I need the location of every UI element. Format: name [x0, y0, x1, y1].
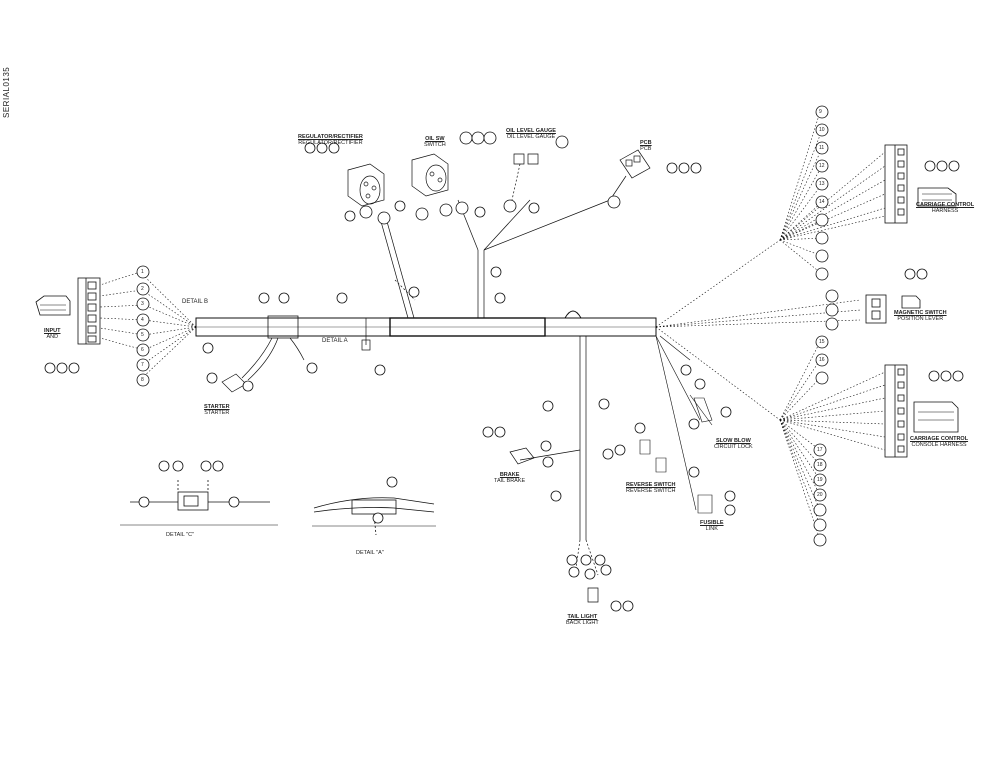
- carriage-harness-title: CARRIAGE CONTROL: [916, 202, 975, 208]
- starter-branch: [221, 318, 371, 393]
- console-harness-connector: [884, 364, 959, 458]
- fusible-link-sub: LINK: [705, 526, 718, 532]
- input-title: INPUT: [44, 328, 61, 334]
- detail-c-title: DETAIL "C": [166, 532, 195, 538]
- carriage-harness-connector: [884, 144, 957, 224]
- input-sub: AND: [46, 334, 59, 340]
- callout-number: 20: [817, 492, 823, 498]
- callout-number: 13: [819, 181, 825, 187]
- carriage-harness-sub: HARNESS: [931, 208, 959, 214]
- callout-number: 19: [817, 477, 823, 483]
- console-harness-title: CARRIAGE CONTROL: [910, 436, 969, 442]
- oil-switch-branch: [411, 153, 611, 318]
- oil-switch-title: OIL SW: [425, 136, 445, 142]
- pcb-connector: [609, 149, 651, 201]
- input-fanout: [99, 271, 197, 381]
- right-fanout: [655, 111, 886, 541]
- regulator-caption: REGULATOR/RECTIFIER REGULATOR/RECTIFIER: [298, 134, 363, 146]
- tail-brake-connector: [509, 447, 535, 465]
- starter-sub: STARTER: [204, 410, 230, 416]
- callout-number: 2: [141, 286, 144, 292]
- fusible-link-title: FUSIBLE: [700, 520, 724, 526]
- reverse-switch-title: REVERSE SWITCH: [626, 482, 676, 488]
- back-light-caption: TAIL LIGHT BACK LIGHT: [566, 614, 599, 626]
- lower-vertical-branch: [519, 336, 599, 603]
- callout-number: 10: [819, 127, 825, 133]
- callout-number: 7: [141, 362, 144, 368]
- tail-brake-title: BRAKE: [499, 472, 520, 478]
- oil-level-gauge: [511, 153, 539, 201]
- detail-c-drawing: [120, 480, 278, 526]
- regulator-title: REGULATOR/RECTIFIER: [298, 134, 363, 140]
- input-caption: INPUT AND: [44, 328, 61, 340]
- callout-number: 18: [817, 462, 823, 468]
- oil-level-title: OIL LEVEL GAUGE: [506, 128, 556, 134]
- callout-number: 8: [141, 377, 144, 383]
- callout-number: 11: [819, 145, 825, 151]
- starter-caption: STARTER STARTER: [204, 404, 230, 416]
- oil-level-caption: OIL LEVEL GAUGE OIL LEVEL GAUGE: [506, 128, 556, 140]
- starter-title: STARTER: [204, 404, 230, 410]
- fusible-link-caption: FUSIBLE LINK: [700, 520, 724, 532]
- tail-brake-sub: TAIL BRAKE: [494, 478, 526, 484]
- position-lever-sub: POSITION LEVER: [897, 316, 944, 322]
- reverse-switch-caption: REVERSE SWITCH REVERSE SWITCH: [626, 482, 676, 494]
- detail-a-title: DETAIL "A": [356, 550, 384, 556]
- detail-a-label: DETAIL A: [322, 338, 348, 344]
- oil-level-sub: OIL LEVEL GAUGE: [506, 134, 556, 140]
- back-light-title: TAIL LIGHT: [567, 614, 598, 620]
- carriage-harness-caption: CARRIAGE CONTROL HARNESS: [916, 202, 974, 214]
- pcb-caption: PCB PCB: [640, 140, 652, 152]
- slow-blow-title: SLOW BLOW: [715, 438, 751, 444]
- slow-blow-sub: CIRCUIT LOCK: [714, 444, 753, 450]
- oil-switch-caption: OIL SW SWITCH: [424, 136, 446, 148]
- callout-number: 5: [141, 332, 144, 338]
- callout-number: 3: [141, 301, 144, 307]
- callout-number: 15: [819, 339, 825, 345]
- oil-switch-sub: SWITCH: [424, 142, 446, 148]
- callout-number: 14: [819, 199, 825, 205]
- callout-number: 12: [819, 163, 825, 169]
- regulator-branch: [347, 163, 416, 319]
- detail-b-label: DETAIL B: [182, 299, 209, 305]
- right-lower-branches: [639, 335, 713, 514]
- input-connector: [35, 277, 101, 345]
- pcb-sub: PCB: [640, 146, 652, 152]
- callout-balloons: [44, 105, 964, 612]
- callout-number: 1: [141, 269, 144, 275]
- callout-number: 9: [819, 109, 822, 115]
- callout-number: 4: [141, 317, 144, 323]
- callout-number: 16: [819, 357, 825, 363]
- pcb-title: PCB: [640, 140, 652, 146]
- detail-a-drawing: [312, 497, 436, 536]
- position-lever-title: MAGNETIC SWITCH: [894, 310, 947, 316]
- callout-number: 17: [817, 447, 823, 453]
- back-light-sub: BACK LIGHT: [566, 620, 599, 626]
- console-harness-caption: CARRIAGE CONTROL CONSOLE HARNESS: [910, 436, 968, 448]
- main-harness-trunk: [195, 310, 657, 339]
- position-lever-connector: [865, 294, 921, 324]
- regulator-sub: REGULATOR/RECTIFIER: [298, 140, 363, 146]
- console-harness-sub: CONSOLE HARNESS: [911, 442, 967, 448]
- callout-number: 6: [141, 347, 144, 353]
- slow-blow-caption: SLOW BLOW CIRCUIT LOCK: [714, 438, 753, 450]
- tail-brake-caption: BRAKE TAIL BRAKE: [494, 472, 525, 484]
- position-lever-caption: MAGNETIC SWITCH POSITION LEVER: [894, 310, 947, 322]
- reverse-switch-sub: REVERSE SWITCH: [626, 488, 676, 494]
